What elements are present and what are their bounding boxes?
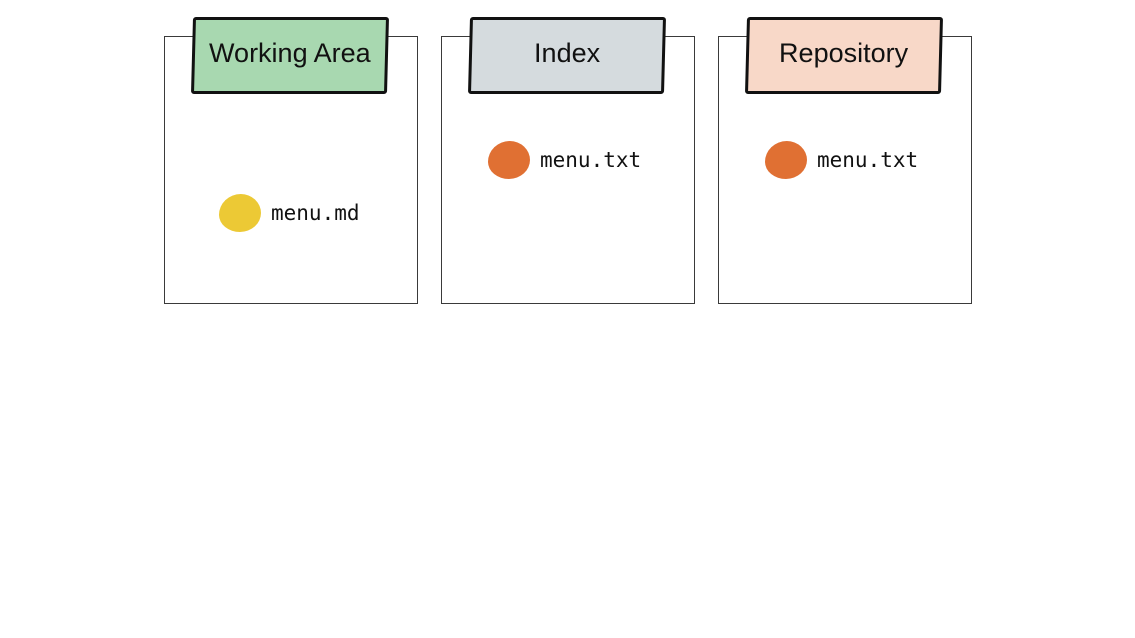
index-title: Index <box>534 38 601 68</box>
index-panel: Index menu.txt <box>441 17 695 304</box>
working-area-panel: Working Area menu.md <box>164 17 418 304</box>
index-file-name: menu.txt <box>540 148 642 172</box>
repository-header: Repository <box>744 17 944 94</box>
repository-panel: Repository menu.txt <box>718 17 972 304</box>
orange-dot-icon <box>488 141 530 179</box>
yellow-dot-icon <box>219 194 261 232</box>
working-area-title: Working Area <box>209 38 371 68</box>
working-area-file-name: menu.md <box>271 201 360 225</box>
working-area-file: menu.md <box>219 194 360 232</box>
repository-file: menu.txt <box>765 141 918 179</box>
repository-file-name: menu.txt <box>817 148 919 172</box>
working-area-header: Working Area <box>190 17 390 94</box>
index-file: menu.txt <box>488 141 641 179</box>
orange-dot-icon <box>765 141 807 179</box>
repository-title: Repository <box>779 38 909 68</box>
index-header: Index <box>467 17 667 94</box>
